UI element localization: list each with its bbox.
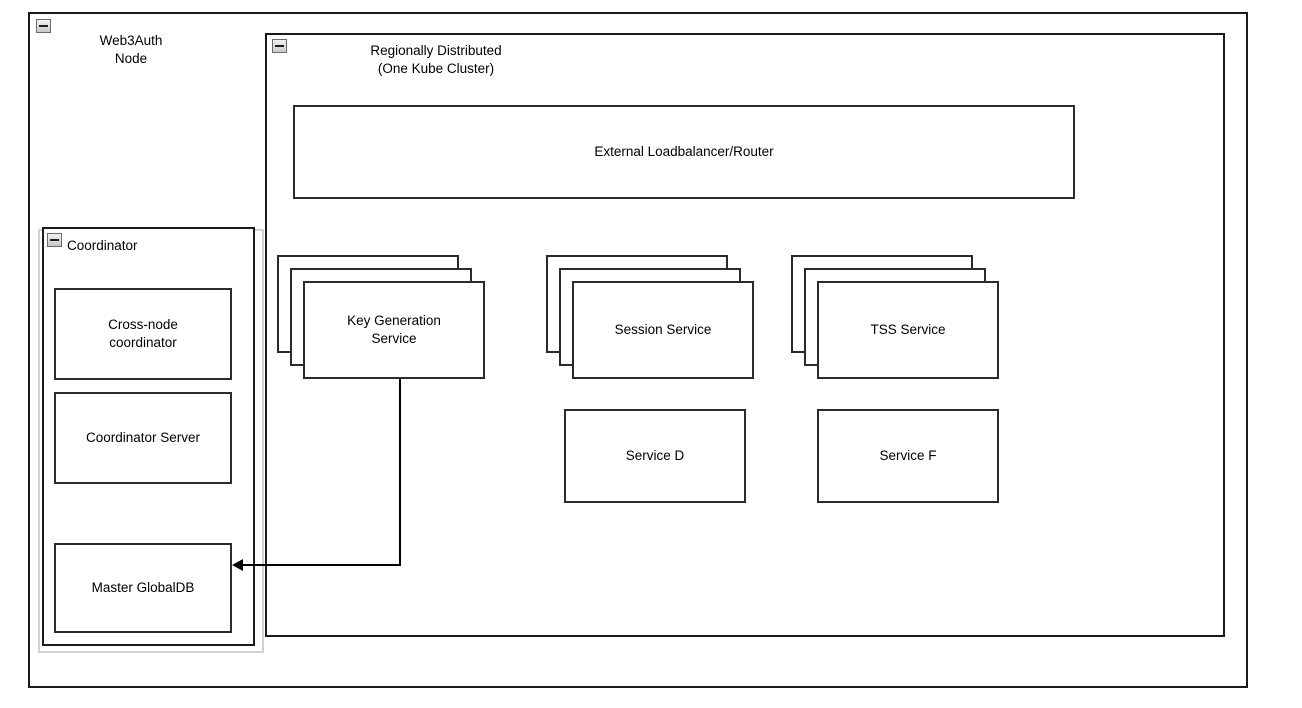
node-service-f[interactable]: Service F [817,409,999,503]
node-external-loadbalancer-router[interactable]: External Loadbalancer/Router [293,105,1075,199]
node-label-tss-service: TSS Service [870,322,946,337]
collapse-minus-icon-coordinator[interactable] [47,233,62,247]
connector-arrowhead-master-globaldb [232,559,243,571]
connector-line-keygen-horizontal [241,564,401,566]
node-coordinator-server[interactable]: Coordinator Server [54,392,232,484]
node-label-master-globaldb: Master GlobalDB [91,580,195,595]
node-stack-session-service[interactable]: Session Service [546,255,760,381]
node-label-cross-node-coordinator: Cross-node coordinator [108,317,178,350]
node-service-d[interactable]: Service D [564,409,746,503]
collapse-minus-icon-kube-cluster[interactable] [272,39,287,53]
node-label-external-loadbalancer-router: External Loadbalancer/Router [594,144,774,159]
node-label-coordinator-server: Coordinator Server [85,430,201,445]
node-label-service-f: Service F [879,448,937,463]
container-title-kube-cluster: Regionally Distributed (One Kube Cluster… [370,43,502,76]
node-session-service[interactable]: Session Service [572,281,754,379]
container-title-coordinator: Coordinator [67,238,138,253]
node-tss-service[interactable]: TSS Service [817,281,999,379]
node-stack-tss-service[interactable]: TSS Service [791,255,1005,381]
node-key-generation-service[interactable]: Key Generation Service [303,281,485,379]
container-title-web3auth-node: Web3Auth Node [99,33,163,66]
node-label-service-d: Service D [625,448,685,463]
connector-line-keygen-vertical [399,379,401,566]
node-label-session-service: Session Service [614,322,712,337]
node-cross-node-coordinator[interactable]: Cross-node coordinator [54,288,232,380]
node-stack-key-generation-service[interactable]: Key Generation Service [277,255,491,381]
collapse-minus-icon-web3auth-node[interactable] [36,19,51,33]
node-label-key-generation-service: Key Generation Service [347,313,441,346]
node-master-globaldb[interactable]: Master GlobalDB [54,543,232,633]
